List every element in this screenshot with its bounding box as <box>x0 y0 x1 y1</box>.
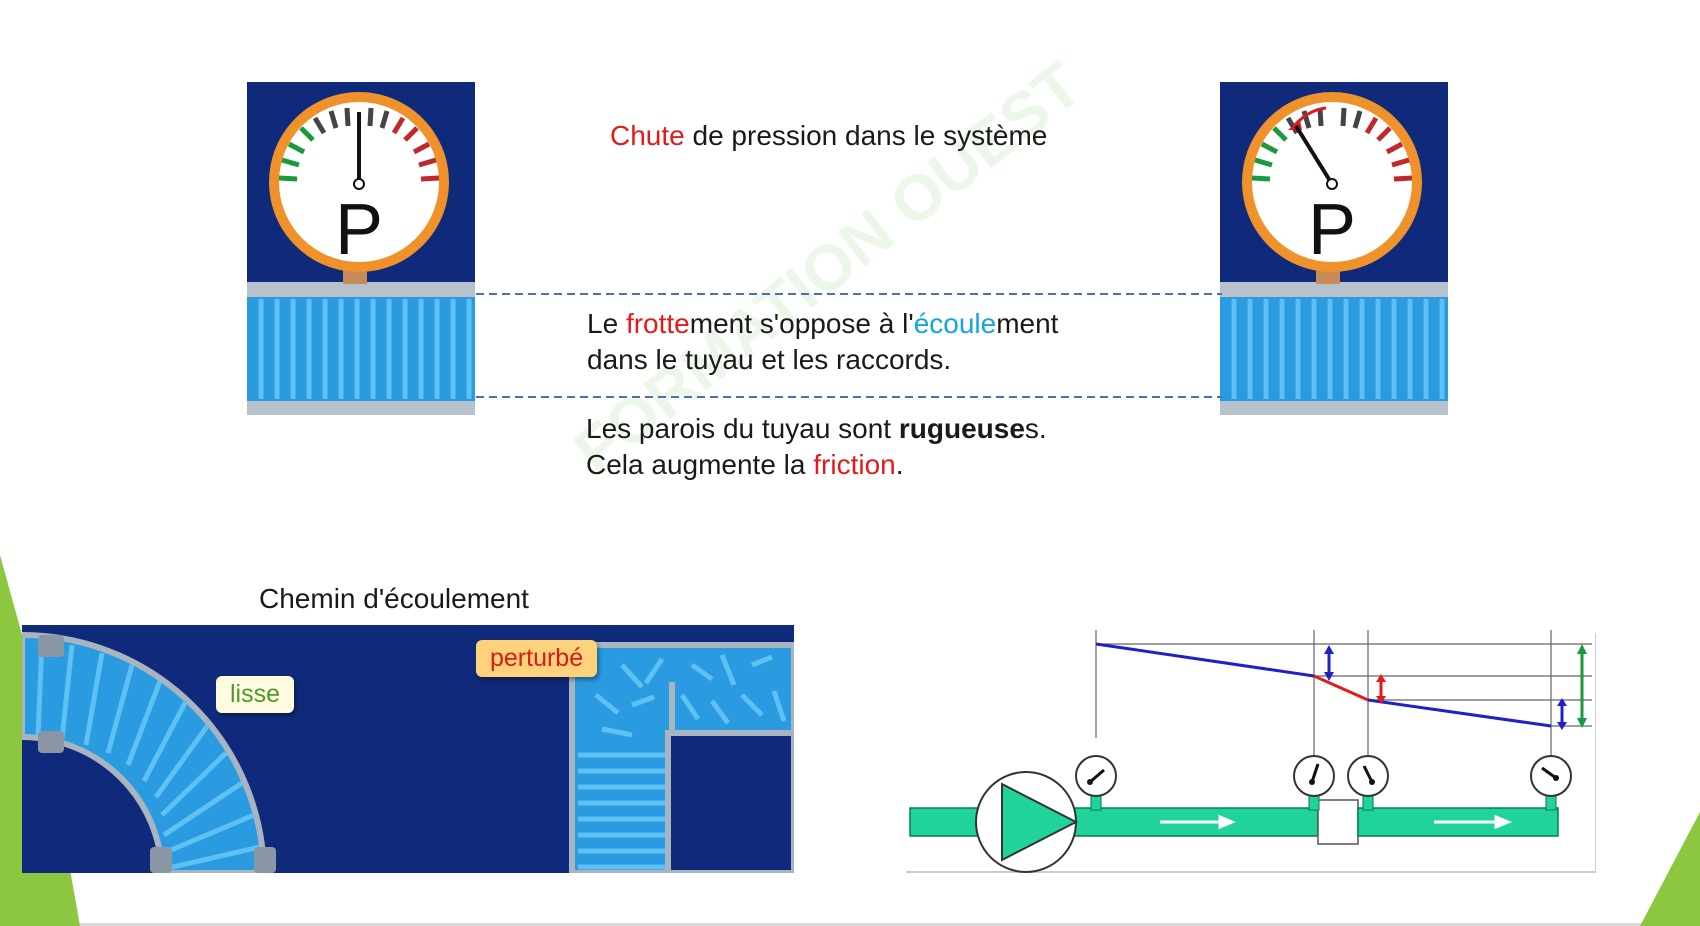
pressure-drop-diagram <box>906 628 1596 874</box>
pressure-line-2 <box>1367 698 1552 728</box>
friction-line-1: Le frottement s'oppose à l'écoulement <box>587 308 1059 339</box>
drop-arrow-red <box>1376 674 1386 704</box>
smooth-label: lisse <box>216 676 295 713</box>
gauge-letter-right: P <box>1308 190 1356 270</box>
gauge-letter-left: P <box>335 190 383 270</box>
dashed-guides <box>476 293 1222 398</box>
flow-path-title: Chemin d'écoulement <box>259 583 529 614</box>
left-gauge-panel: P <box>247 82 475 415</box>
small-gauge-4 <box>1530 755 1572 811</box>
pressure-line-1 <box>1095 642 1315 678</box>
drop-arrow-blue-2 <box>1557 698 1567 730</box>
title-highlight: Chute <box>610 120 685 151</box>
fitting <box>1317 799 1359 845</box>
total-drop-arrow-green <box>1577 644 1587 728</box>
flow-path-panel <box>22 625 794 873</box>
small-gauge-3 <box>1347 755 1389 811</box>
drop-arrow-blue-1 <box>1324 645 1334 681</box>
small-gauge-1 <box>1075 755 1117 811</box>
rough-walls-text: Les parois du tuyau sont rugueuses. Cela… <box>586 411 1047 483</box>
title-rest: de pression dans le système <box>684 120 1048 151</box>
pipe-segment-2 <box>1357 807 1559 837</box>
page-title: Chute de pression dans le système <box>610 118 1047 154</box>
friction-line-2: dans le tuyau et les raccords. <box>587 344 952 375</box>
rough-line-2: Cela augmente la friction. <box>586 449 904 480</box>
right-green-triangle <box>1640 812 1700 926</box>
right-gauge-panel: P <box>1220 82 1448 415</box>
pressure-line-fitting <box>1313 674 1369 702</box>
rough-line-1: Les parois du tuyau sont rugueuses. <box>586 413 1047 444</box>
disturbed-label: perturbé <box>476 640 598 677</box>
friction-text: Le frottement s'oppose à l'écoulement da… <box>587 306 1058 378</box>
small-gauge-2 <box>1293 755 1335 811</box>
